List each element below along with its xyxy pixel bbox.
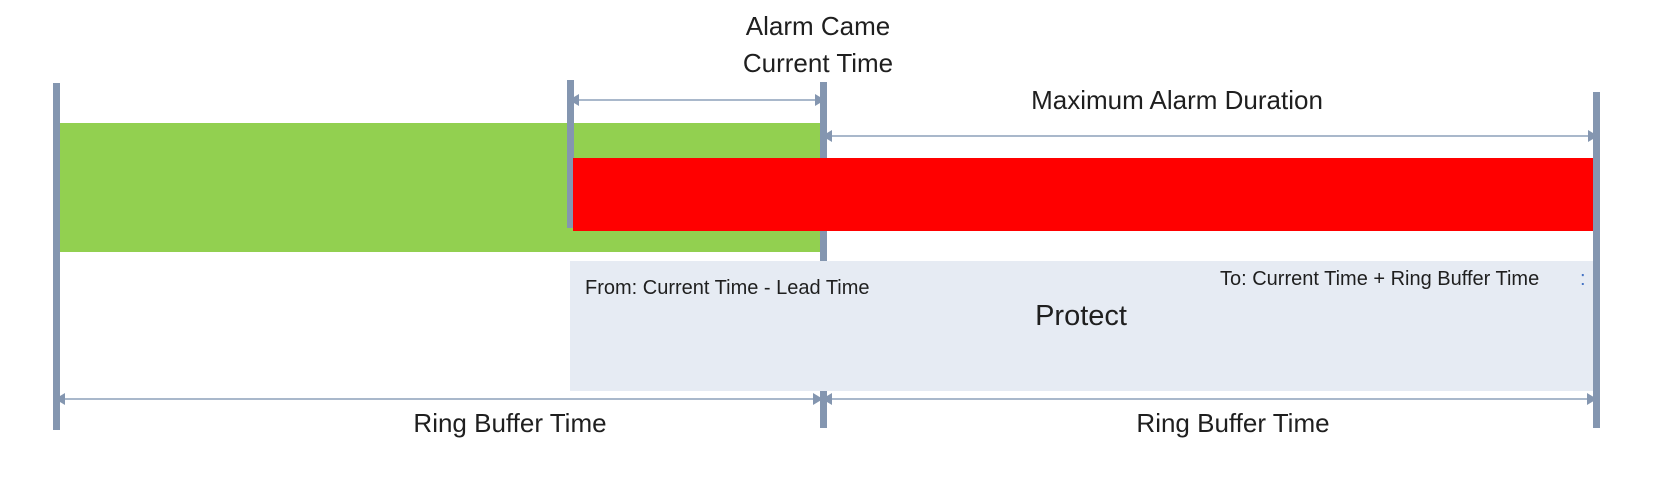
timeline-tick-current-time: [820, 82, 827, 428]
ring-buffer-left-arrow: [55, 393, 823, 405]
alarm-came-label-line2: Current Time: [742, 48, 894, 78]
ring-buffer-time-left-label: Ring Buffer Time: [413, 408, 607, 438]
ring-buffer-right-arrow: [822, 393, 1597, 405]
alarm-came-label-line1: Alarm Came: [745, 11, 891, 41]
timeline-tick-lead-time-start: [567, 80, 574, 228]
protect-from-label: From: Current Time - Lead Time: [585, 277, 870, 299]
protect-to-label: To: Current Time + Ring Buffer Time: [1220, 268, 1540, 290]
protect-colon-mark: :: [1580, 268, 1586, 290]
lead-time-arrow: [569, 94, 825, 106]
ring-buffer-time-right-label: Ring Buffer Time: [1136, 408, 1330, 438]
timeline-tick-buffer-start: [53, 83, 60, 430]
alarm-recording-bar: [573, 158, 1593, 231]
max-alarm-duration-label: Maximum Alarm Duration: [1031, 85, 1323, 115]
timeline-tick-buffer-end: [1593, 92, 1600, 428]
max-alarm-duration-arrow: [822, 130, 1598, 142]
alarm-came-current-time-label: Alarm Came Current Time: [743, 8, 893, 82]
protect-region: [570, 261, 1593, 391]
protect-title: Protect: [1035, 300, 1127, 332]
